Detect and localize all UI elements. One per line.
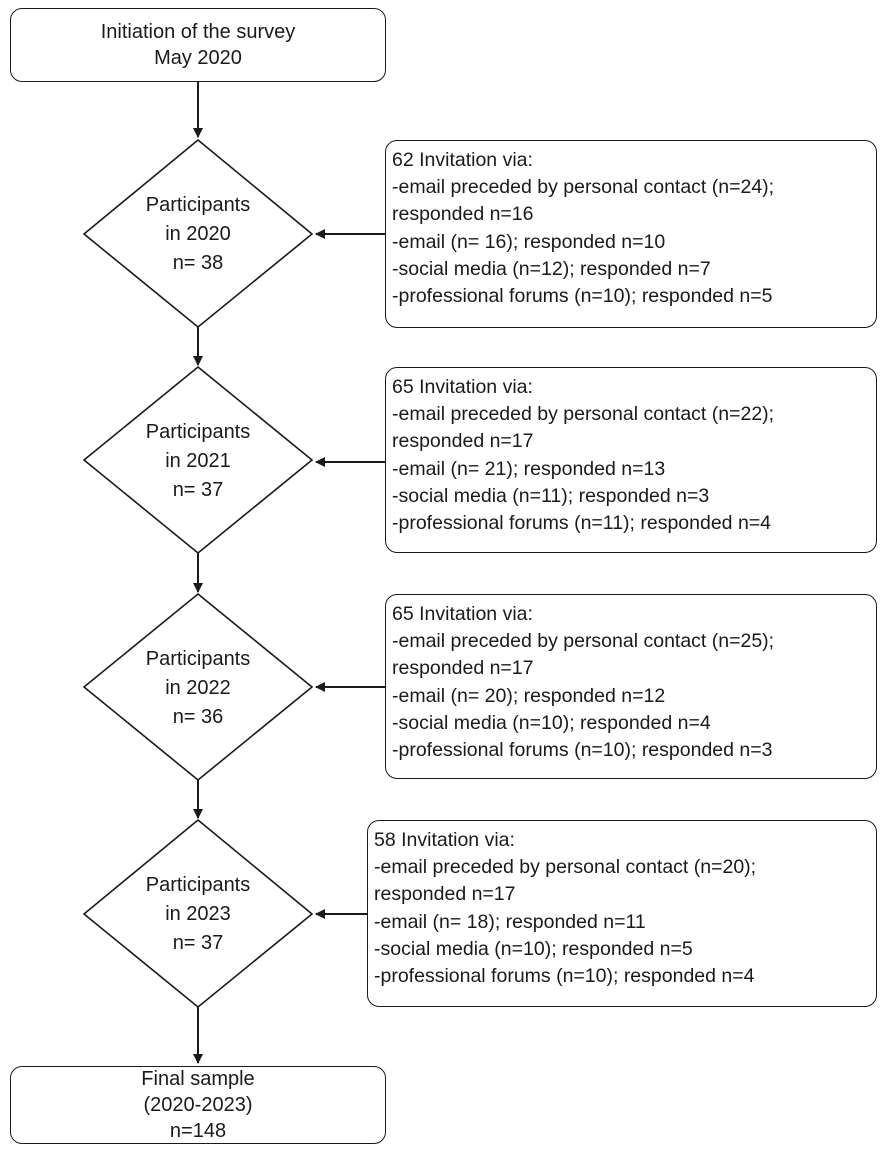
participants-count: n= 37	[172, 932, 224, 954]
participants-heading: Participants	[145, 874, 251, 896]
invitation-line: -social media (n=10); responded n=5	[374, 937, 693, 960]
invitation-box-2020: 62 Invitation via: -email preceded by pe…	[385, 140, 877, 328]
survey-initiation-box: Initiation of the survey May 2020	[10, 8, 386, 82]
final-sample-title: Final sample	[141, 1068, 255, 1090]
invitation-line: -email preceded by personal contact (n=2…	[392, 630, 775, 653]
invitation-header: 58 Invitation via:	[374, 829, 515, 851]
decision-diamond-2022	[82, 592, 314, 782]
participants-2023-label: Participants in 2023 n= 37	[88, 871, 308, 958]
invitation-line: -social media (n=10); responded n=4	[392, 711, 711, 734]
survey-initiation-title: Initiation of the survey	[100, 21, 296, 43]
invitation-header: 62 Invitation via:	[392, 149, 533, 171]
participants-count: n= 37	[172, 479, 224, 501]
final-sample-count: n=148	[169, 1120, 227, 1142]
decision-diamond-2021	[82, 365, 314, 555]
invitation-line: -professional forums (n=10); responded n…	[392, 285, 773, 308]
invitation-line: -email (n= 21); responded n=13	[392, 457, 666, 480]
invitation-line: -email preceded by personal contact (n=2…	[374, 856, 757, 879]
participants-count: n= 36	[172, 706, 224, 728]
invitation-line: -social media (n=12); responded n=7	[392, 257, 711, 280]
decision-diamond-2020	[82, 138, 314, 329]
participants-year: in 2023	[165, 903, 231, 925]
invitation-line: -email preceded by personal contact (n=2…	[392, 403, 775, 426]
invitation-line: responded n=17	[374, 883, 516, 906]
invitation-line: -email preceded by personal contact (n=2…	[392, 176, 775, 199]
participants-year: in 2020	[165, 223, 231, 245]
decision-diamond-2023	[82, 818, 314, 1009]
participants-2020-label: Participants in 2020 n= 38	[88, 191, 308, 278]
invitation-line: -social media (n=11); responded n=3	[392, 484, 710, 507]
invitation-line: responded n=16	[392, 203, 534, 226]
invitation-box-2023: 58 Invitation via: -email preceded by pe…	[367, 820, 877, 1007]
participants-2021-label: Participants in 2021 n= 37	[88, 418, 308, 505]
invitation-header: 65 Invitation via:	[392, 603, 533, 625]
participants-count: n= 38	[172, 252, 224, 274]
invitation-line: responded n=17	[392, 657, 534, 680]
participants-heading: Participants	[145, 194, 251, 216]
invitation-line: -professional forums (n=10); responded n…	[392, 739, 773, 762]
participants-year: in 2021	[165, 450, 231, 472]
invitation-line: -email (n= 18); responded n=11	[374, 910, 646, 933]
invitation-box-2022: 65 Invitation via: -email preceded by pe…	[385, 594, 877, 779]
invitation-box-2021: 65 Invitation via: -email preceded by pe…	[385, 367, 877, 553]
invitation-line: -email (n= 20); responded n=12	[392, 684, 666, 707]
invitation-line: -email (n= 16); responded n=10	[392, 230, 666, 253]
participants-heading: Participants	[145, 421, 251, 443]
participants-2022-label: Participants in 2022 n= 36	[88, 645, 308, 732]
survey-initiation-date: May 2020	[154, 47, 242, 69]
participants-year: in 2022	[165, 677, 231, 699]
invitation-line: responded n=17	[392, 430, 534, 453]
invitation-header: 65 Invitation via:	[392, 376, 533, 398]
final-sample-box: Final sample (2020-2023) n=148	[10, 1066, 386, 1144]
invitation-line: -professional forums (n=11); responded n…	[392, 512, 772, 535]
participants-heading: Participants	[145, 648, 251, 670]
final-sample-period: (2020-2023)	[143, 1094, 253, 1116]
invitation-line: -professional forums (n=10); responded n…	[374, 965, 755, 988]
